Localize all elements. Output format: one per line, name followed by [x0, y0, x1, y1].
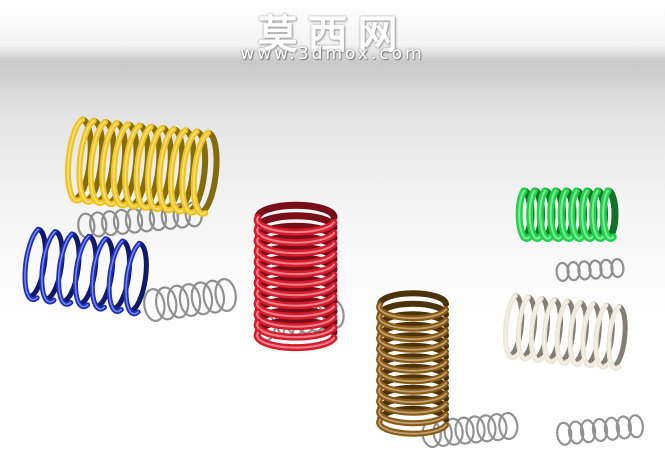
blue-spring-shadow	[143, 277, 237, 323]
red-spring	[253, 201, 338, 352]
watermark-url: www.3dmox.com	[240, 44, 425, 64]
white-spring-shadow	[556, 414, 644, 446]
green-spring	[515, 187, 619, 242]
white-spring	[502, 293, 628, 371]
green-spring-shadow	[555, 257, 625, 283]
blue-spring	[22, 226, 149, 317]
yellow-spring	[64, 116, 220, 217]
watermark-title: 莫西网	[257, 12, 408, 58]
brown-spring	[376, 290, 449, 437]
